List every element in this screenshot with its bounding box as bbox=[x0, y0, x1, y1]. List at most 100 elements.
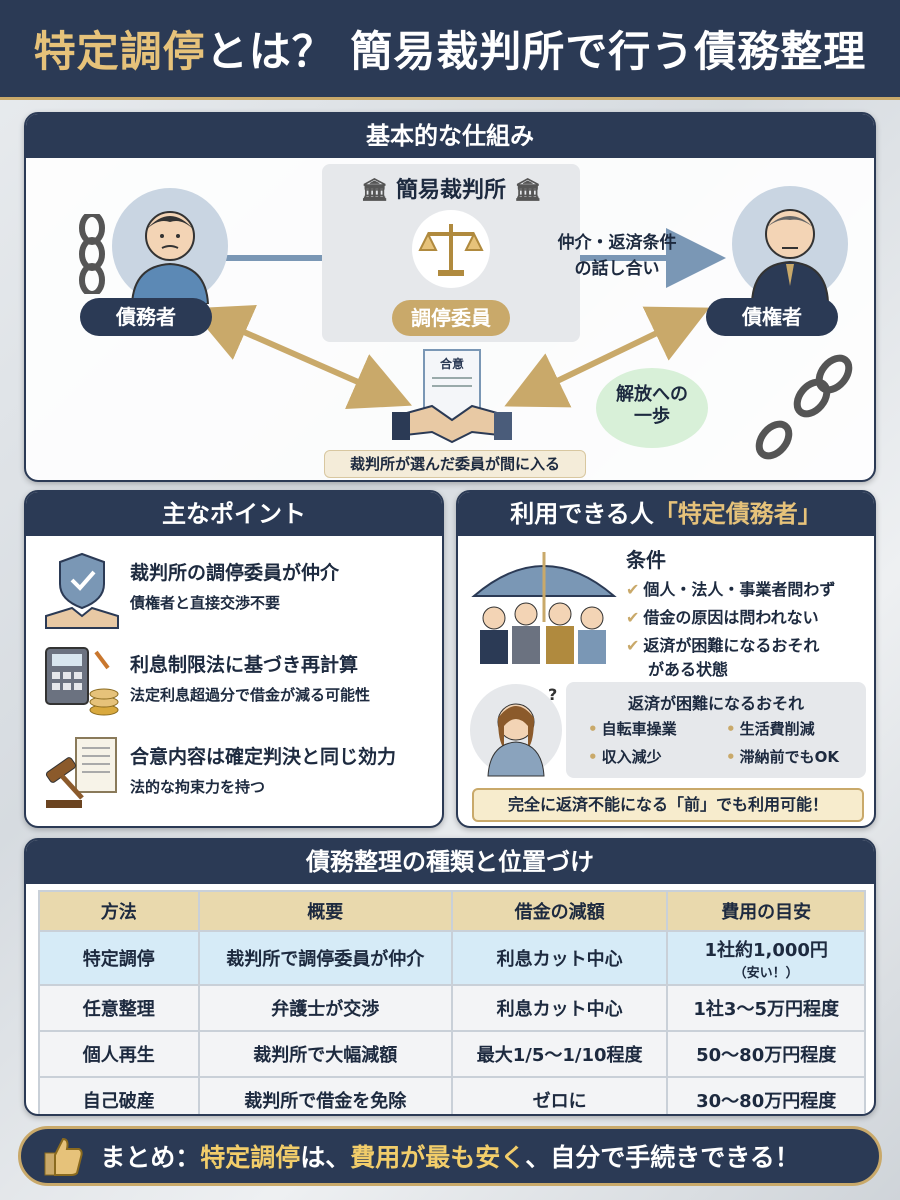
eligible-title-prefix: 利用できる人 bbox=[510, 500, 654, 528]
release-line-1: 解放への bbox=[616, 384, 688, 405]
check-icon: ✔ bbox=[626, 608, 640, 627]
condition-text: 個人・法人・事業者問わず bbox=[643, 580, 836, 599]
risk-text: 生活費削減 bbox=[739, 720, 815, 738]
cell-cost: 1社3〜5万円程度 bbox=[666, 984, 866, 1032]
risk-item: •収入減少 bbox=[588, 748, 662, 766]
cell-reduction: 最大1/5〜1/10程度 bbox=[450, 1030, 669, 1078]
debtor-label: 債務者 bbox=[80, 298, 212, 336]
courthouse-icon-right: 🏛 bbox=[513, 178, 542, 203]
cost-text: 1社約1,000円 bbox=[704, 939, 828, 961]
summary-highlight-2: 費用が最も安く bbox=[350, 1143, 526, 1172]
debtor-icon bbox=[130, 211, 210, 305]
release-line-2: 一歩 bbox=[634, 406, 670, 427]
summary-suffix: 、自分で手続きできる！ bbox=[525, 1143, 800, 1172]
creditor-agreement-arrow bbox=[504, 306, 710, 408]
condition-item: ✔返済が困難になるおそれ bbox=[626, 632, 819, 656]
cell-cost: 50〜80万円程度 bbox=[666, 1030, 866, 1078]
cell-summary: 弁護士が交渉 bbox=[197, 984, 453, 1032]
condition-text: 借金の原因は問われない bbox=[643, 608, 819, 627]
committee-note: 裁判所が選んだ委員が間に入る bbox=[324, 450, 586, 478]
cell-summary: 裁判所で借金を免除 bbox=[197, 1076, 453, 1114]
point-item: 合意内容は確定判決と同じ効力 法的な拘束力を持つ bbox=[26, 728, 442, 820]
point-sub: 法定利息超過分で借金が減る可能性 bbox=[130, 686, 371, 704]
check-icon: ✔ bbox=[626, 636, 640, 655]
cell-method: 特定調停 bbox=[38, 930, 200, 986]
eligible-title: 利用できる人「特定債務者」 bbox=[458, 492, 874, 536]
cell-summary: 裁判所で調停委員が仲介 bbox=[197, 930, 453, 986]
types-section: 債務整理の種類と位置づけ 方法 概要 借金の減額 費用の目安 特定調停 裁判所で… bbox=[24, 838, 876, 1116]
worried-person-icon: ? bbox=[470, 684, 562, 777]
summary-highlight-1: 特定調停 bbox=[200, 1143, 301, 1172]
types-table: 方法 概要 借金の減額 費用の目安 特定調停 裁判所で調停委員が仲介 利息カット… bbox=[38, 890, 866, 1114]
shield-handshake-icon bbox=[45, 552, 119, 629]
risk-box: 返済が困難になるおそれ •自転車操業 •生活費削減 •収入減少 •滞納前でもOK bbox=[566, 682, 866, 778]
point-sub: 債権者と直接交渉不要 bbox=[130, 594, 281, 612]
summary-prefix: まとめ： bbox=[100, 1143, 201, 1172]
cell-cost: 1社約1,000円 （安い！） bbox=[666, 930, 866, 986]
court-label: 🏛 簡易裁判所 🏛 bbox=[322, 172, 580, 204]
debtor-avatar-bg bbox=[112, 188, 228, 305]
creditor-avatar-bg bbox=[732, 186, 848, 303]
risk-item: •生活費削減 bbox=[726, 720, 815, 738]
svg-text:?: ? bbox=[548, 685, 557, 704]
eligible-title-highlight: 「特定債務者」 bbox=[653, 500, 822, 528]
calculator-coins-icon bbox=[45, 647, 119, 716]
table-row: 特定調停 裁判所で調停委員が仲介 利息カット中心 1社約1,000円 （安い！） bbox=[38, 930, 866, 986]
point-item: 利息制限法に基づき再計算 法定利息超過分で借金が減る可能性 bbox=[26, 636, 442, 728]
title-rest: とは？ 簡易裁判所で行う債務整理 bbox=[205, 27, 867, 76]
conditions-title: 条件 bbox=[626, 548, 666, 572]
summary-mid: は、 bbox=[300, 1143, 351, 1172]
eligible-banner: 完全に返済不能になる「前」でも利用可能！ bbox=[472, 788, 864, 822]
talk-line-1: 仲介・返済条件 bbox=[557, 233, 677, 253]
page-header: 特定調停とは？ 簡易裁判所で行う債務整理 bbox=[0, 0, 900, 100]
cell-cost: 30〜80万円程度 bbox=[666, 1076, 866, 1114]
eligible-section: 利用できる人「特定債務者」 条件 ✔個人・法人・事業者問わず ✔借金の原因は問わ… bbox=[456, 490, 876, 828]
table-header-row: 方法 概要 借金の減額 費用の目安 bbox=[38, 890, 866, 932]
header-cost: 費用の目安 bbox=[666, 890, 866, 932]
condition-item: ✔借金の原因は問われない bbox=[626, 604, 819, 628]
broken-chain-icon bbox=[755, 354, 853, 460]
point-heading: 合意内容は確定判決と同じ効力 bbox=[130, 746, 397, 768]
creditor-icon bbox=[750, 209, 830, 303]
cost-note: （安い！） bbox=[733, 965, 799, 981]
point-heading: 裁判所の調停委員が仲介 bbox=[130, 562, 340, 584]
risk-text: 滞納前でもOK bbox=[739, 748, 839, 766]
cell-summary: 裁判所で大幅減額 bbox=[197, 1030, 453, 1078]
thumbs-up-icon bbox=[44, 1137, 83, 1176]
chain-icon bbox=[79, 214, 105, 294]
points-title: 主なポイント bbox=[26, 492, 442, 536]
table-row: 個人再生 裁判所で大幅減額 最大1/5〜1/10程度 50〜80万円程度 bbox=[38, 1030, 866, 1078]
gavel-document-icon bbox=[45, 737, 117, 808]
scales-icon bbox=[418, 224, 484, 276]
mechanism-title: 基本的な仕組み bbox=[26, 114, 874, 158]
court-box: 🏛 簡易裁判所 🏛 調停委員 bbox=[322, 164, 580, 342]
mechanism-section: 基本的な仕組み 債務者 🏛 簡易裁判所 🏛 bbox=[24, 112, 876, 482]
court-name: 簡易裁判所 bbox=[395, 178, 506, 203]
mediator-label: 調停委員 bbox=[392, 300, 510, 336]
cell-method: 自己破産 bbox=[38, 1076, 200, 1114]
umbrella-group-icon bbox=[471, 552, 617, 664]
debtor-agreement-arrow bbox=[190, 304, 412, 410]
types-title: 債務整理の種類と位置づけ bbox=[26, 840, 874, 884]
risk-text: 収入減少 bbox=[601, 748, 662, 766]
point-heading: 利息制限法に基づき再計算 bbox=[130, 654, 359, 676]
cell-method: 個人再生 bbox=[38, 1030, 200, 1078]
courthouse-icon: 🏛 bbox=[360, 178, 389, 203]
summary-banner: まとめ：特定調停は、費用が最も安く、自分で手続きできる！ bbox=[18, 1126, 882, 1186]
condition-continuation: がある状態 bbox=[648, 660, 729, 679]
page-title: 特定調停とは？ 簡易裁判所で行う債務整理 bbox=[34, 18, 867, 79]
condition-item: ✔個人・法人・事業者問わず bbox=[626, 576, 835, 600]
risk-text: 自転車操業 bbox=[601, 720, 677, 738]
talk-line-2: の話し合い bbox=[574, 259, 660, 279]
table-row: 自己破産 裁判所で借金を免除 ゼロに 30〜80万円程度 bbox=[38, 1076, 866, 1114]
cell-method: 任意整理 bbox=[38, 984, 200, 1032]
release-bubble: 解放への 一歩 bbox=[596, 368, 708, 448]
cell-reduction: ゼロに bbox=[450, 1076, 669, 1114]
header-summary: 概要 bbox=[197, 890, 453, 932]
risk-title: 返済が困難になるおそれ bbox=[627, 694, 804, 713]
cell-reduction: 利息カット中心 bbox=[450, 930, 669, 986]
risk-item: •自転車操業 bbox=[588, 720, 677, 738]
scales-icon-bg bbox=[412, 210, 490, 288]
check-icon: ✔ bbox=[626, 580, 640, 599]
handshake-document-icon: 合意 bbox=[392, 349, 512, 444]
